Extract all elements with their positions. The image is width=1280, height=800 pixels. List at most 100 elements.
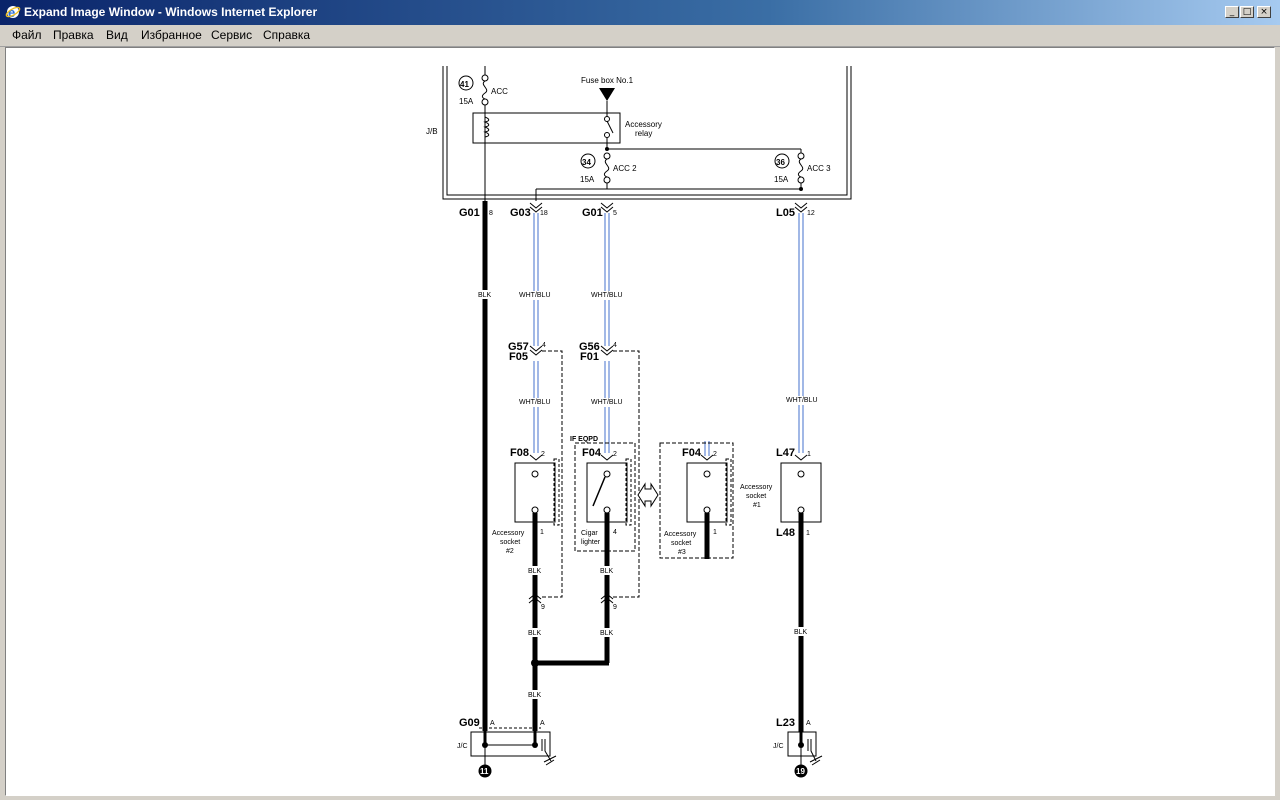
wire-label-whtblu-3: WHT/BLU — [786, 397, 818, 404]
connector-f04a-pin-top: 2 — [613, 451, 617, 458]
menu-view[interactable]: Вид — [106, 28, 128, 42]
jc-label-1: J/C — [457, 743, 468, 750]
connector-f01-label: F01 — [580, 351, 599, 363]
wire-label-blk-1: BLK — [478, 292, 492, 299]
connector-g56-label: G56 — [579, 341, 600, 353]
wire-label-blk-5: BLK — [600, 630, 614, 637]
fuse-box-label: Fuse box No.1 — [581, 76, 634, 85]
ground-point-11-label: 11 — [480, 767, 489, 776]
fuse-36-name: ACC 3 — [807, 164, 831, 173]
connector-f08-pin-top: 2 — [541, 451, 545, 458]
connector-l23-label: L23 — [776, 717, 795, 729]
connector-g09-pin-a1: A — [490, 720, 495, 727]
connector-pin-9a: 9 — [541, 604, 545, 611]
relay-label-2: relay — [635, 129, 652, 138]
relay-switch-icon — [606, 120, 614, 134]
wire-label-blk-4: BLK — [528, 630, 542, 637]
fuse-41-name: ACC — [491, 87, 508, 96]
relay-coil-icon — [483, 116, 490, 138]
connector-l47-label: L47 — [776, 447, 795, 459]
connector-l48-label: L48 — [776, 527, 795, 539]
wire-label-whtblu-5: WHT/BLU — [591, 399, 623, 406]
fuse-41-icon — [481, 80, 488, 100]
wire-label-blk-3: BLK — [600, 568, 614, 575]
connector-l47-pin: 1 — [807, 451, 811, 458]
socket-2-label-2: socket — [500, 539, 520, 546]
connector-g57-pin: 4 — [542, 342, 546, 349]
socket-3-label-1: Accessory — [664, 531, 697, 538]
ground-icon — [809, 755, 823, 766]
connector-f04a-pin-bot: 4 — [613, 529, 617, 536]
connector-f04b-pin-bot: 1 — [713, 529, 717, 536]
connector-f04b-pin-top: 2 — [713, 451, 717, 458]
menu-bar: Файл Правка Вид Избранное Сервис Справка — [0, 25, 1280, 47]
connector-g03-pin: 18 — [540, 210, 548, 217]
connector-g57-label: G57 — [508, 341, 529, 353]
socket-2-label-1: Accessory — [492, 530, 525, 537]
ground-icon — [543, 755, 557, 766]
socket-1-label-3: #1 — [753, 502, 761, 509]
jc-label-2: J/C — [773, 743, 784, 750]
minimize-button[interactable]: _ — [1225, 6, 1239, 18]
wire-label-blk-2: BLK — [528, 568, 542, 575]
fuse-34-number: 34 — [582, 158, 591, 167]
window-title: Expand Image Window - Windows Internet E… — [24, 5, 318, 19]
internet-explorer-icon: e — [5, 5, 21, 20]
connector-l48-pin: 1 — [806, 530, 810, 537]
menu-tools[interactable]: Сервис — [211, 28, 253, 42]
wire-label-blk-6: BLK — [528, 692, 542, 699]
title-bar: e Expand Image Window - Windows Internet… — [0, 0, 1280, 25]
fuse-36-number: 36 — [776, 158, 785, 167]
junction-block-outline — [442, 66, 852, 200]
fuse-41-rating: 15A — [459, 97, 474, 106]
connector-g09-pin-a2: A — [540, 720, 545, 727]
maximize-button[interactable]: □ — [1240, 6, 1254, 18]
connector-g01b-label: G01 — [582, 207, 603, 219]
cigar-lighter-label-2: lighter — [581, 539, 601, 546]
connector-g56-pin: 4 — [613, 342, 617, 349]
connector-l05-pin: 12 — [807, 210, 815, 217]
relay-label-1: Accessory — [625, 120, 662, 129]
connector-f04a-label: F04 — [582, 447, 602, 459]
fuse-41-number: 41 — [460, 80, 469, 89]
connector-pin-9b: 9 — [613, 604, 617, 611]
connector-f04b-label: F04 — [682, 447, 702, 459]
content-area[interactable]: J/B 41 ACC 15A Fuse box No.1 Accessory r… — [5, 47, 1275, 796]
connector-f05-label: F05 — [509, 351, 528, 363]
wire-label-whtblu-4: WHT/BLU — [519, 399, 551, 406]
menu-help[interactable]: Справка — [263, 28, 311, 42]
connector-g01-pin: 8 — [489, 210, 493, 217]
socket-1-label-2: socket — [746, 493, 766, 500]
close-button[interactable]: × — [1257, 6, 1271, 18]
socket-3-label-2: socket — [671, 540, 691, 547]
fuse-36-rating: 15A — [774, 175, 789, 184]
cigar-lighter-label-1: Cigar — [581, 530, 598, 537]
if-equipped-label: IF EQPD — [570, 436, 598, 443]
jb-label: J/B — [426, 127, 438, 136]
connector-f08-pin-bot: 1 — [540, 529, 544, 536]
fuse-36-icon — [797, 158, 804, 178]
accessory-relay-box — [472, 112, 621, 144]
ground-point-19-icon — [794, 764, 808, 778]
ground-point-19-label: 19 — [796, 767, 805, 776]
menu-favorites[interactable]: Избранное — [141, 28, 202, 42]
connector-l23-pin: A — [806, 720, 811, 727]
fuse-34-rating: 15A — [580, 175, 595, 184]
connector-g01-label: G01 — [459, 207, 480, 219]
socket-1-label-1: Accessory — [740, 484, 773, 491]
cigar-lighter-switch-icon — [592, 476, 606, 507]
wiring-diagram: J/B 41 ACC 15A Fuse box No.1 Accessory r… — [426, 66, 852, 778]
menu-edit[interactable]: Правка — [53, 28, 94, 42]
connector-g09-label: G09 — [459, 717, 480, 729]
menu-file[interactable]: Файл — [12, 28, 42, 42]
socket-3-label-3: #3 — [678, 549, 686, 556]
connector-l05-label: L05 — [776, 207, 795, 219]
socket-2-label-3: #2 — [506, 548, 514, 555]
wire-label-whtblu-1: WHT/BLU — [519, 292, 551, 299]
svg-text:e: e — [8, 5, 15, 20]
socket-3-optional-outline — [659, 442, 734, 559]
fuse-34-icon — [603, 158, 610, 178]
power-source-icon — [599, 88, 615, 101]
wire-label-blk-7: BLK — [794, 629, 808, 636]
ground-point-11-icon — [478, 764, 492, 778]
